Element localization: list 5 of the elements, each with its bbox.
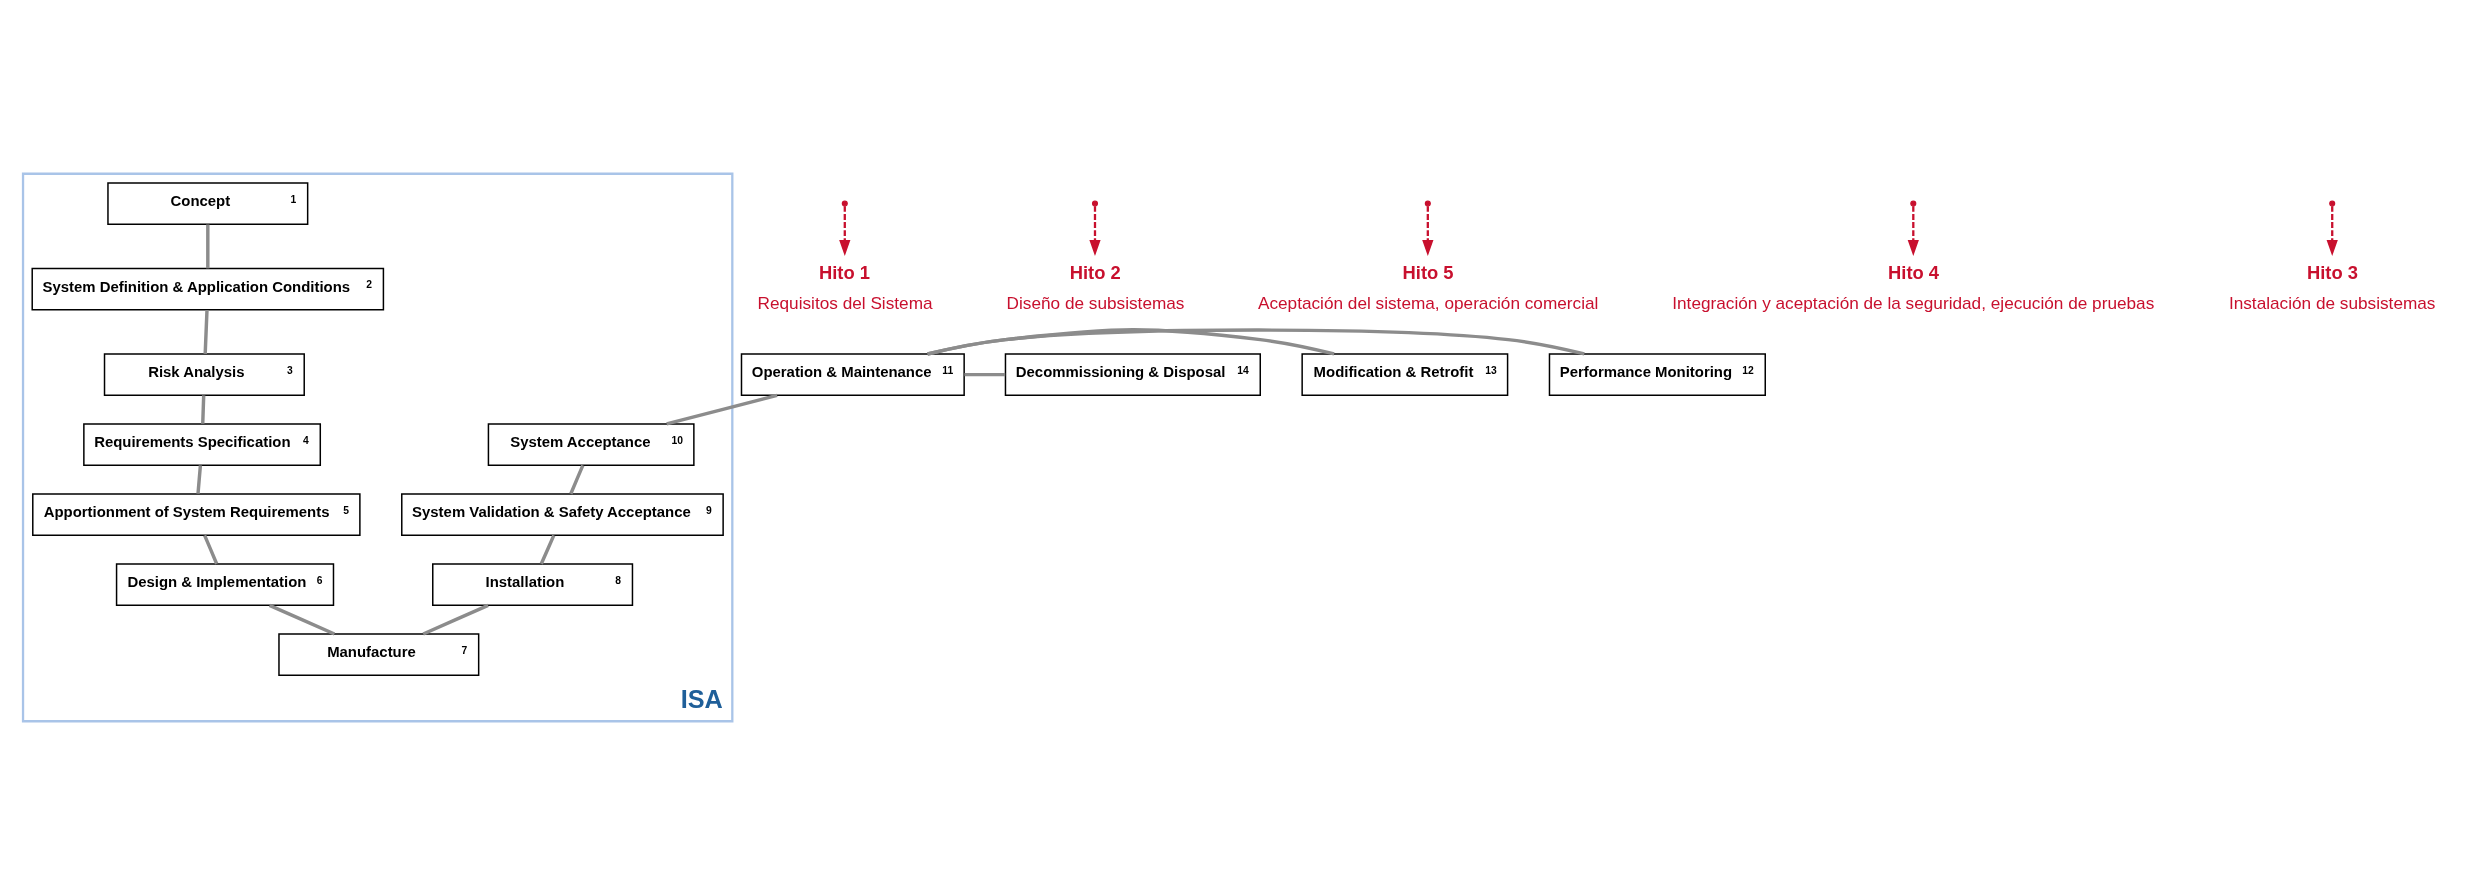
node-text: Hito 1 Requisitos del Sistema	[757, 261, 933, 313]
node-text: Hito 5 Aceptación del sistema, operación comercial	[1257, 261, 1599, 313]
node-text: Hito 3 Instalación de subsistemas	[2228, 261, 2436, 313]
node-text: Hito 2 Diseño de subsistemas	[1006, 261, 1185, 313]
node-text: Hito 4 Integración y aceptación de la seguridad, ejecución de pruebas	[1672, 261, 2155, 313]
